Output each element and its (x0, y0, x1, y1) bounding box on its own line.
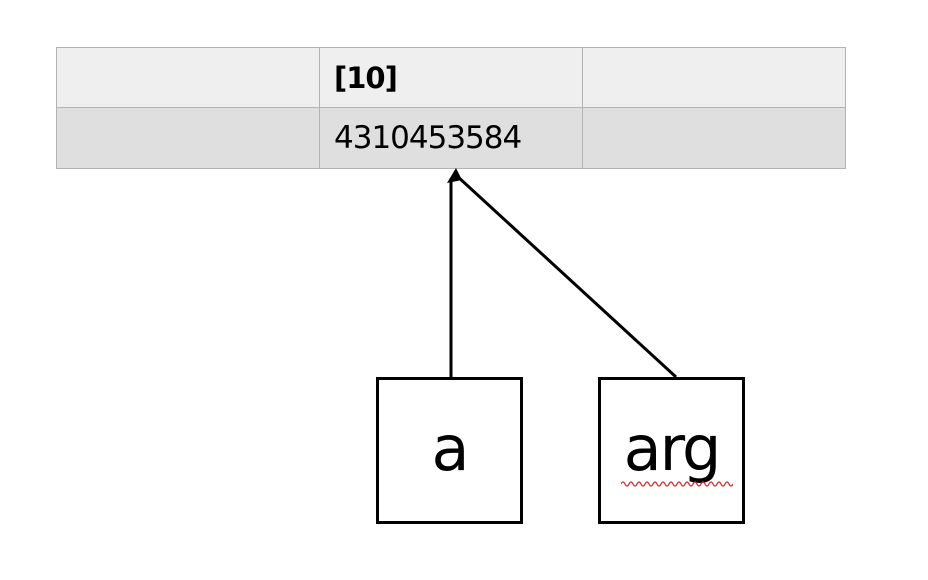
memory-table: [10] 4310453584 (56, 47, 846, 169)
value-cell-right (582, 107, 846, 169)
spellcheck-squiggle (621, 481, 733, 487)
variable-label-arg: arg (623, 411, 722, 485)
header-cell-right (582, 47, 846, 108)
header-cell-left (56, 47, 320, 108)
arrow-arg-to-object (455, 174, 678, 379)
value-cell-left (56, 107, 320, 169)
variable-box-arg: arg (598, 377, 745, 524)
variable-label-a: a (431, 411, 470, 485)
table-value-row: 4310453584 (56, 107, 846, 169)
object-id-value: 4310453584 (319, 107, 583, 169)
arrowhead (447, 168, 462, 183)
variable-box-a: a (376, 377, 523, 524)
